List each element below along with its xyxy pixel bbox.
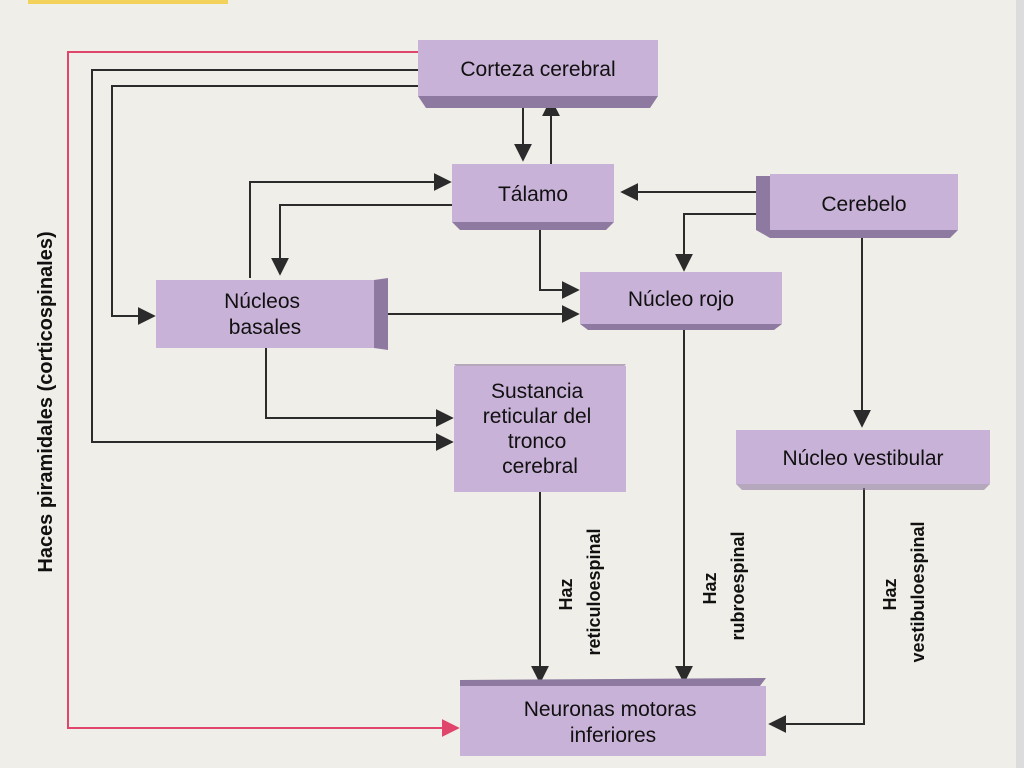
svg-text:Sustancia reticular de: Sustancia reticular del tronco cerebral xyxy=(483,380,597,478)
nucleos-basales-box: Núcleos basales xyxy=(156,278,388,350)
corteza-cerebral-label: Corteza cerebral xyxy=(460,58,615,81)
cerebelo-label: Cerebelo xyxy=(821,193,906,216)
rubroespinal-name-text: rubroespinal xyxy=(728,531,748,640)
corteza-to-nucleos-line xyxy=(111,85,418,325)
svg-text:Haz reticuloespinal: Haz reticuloespinal xyxy=(556,528,604,655)
nucleo-vestibular-label: Núcleo vestibular xyxy=(782,447,943,470)
sustancia-label-line2: reticular del xyxy=(483,405,592,428)
svg-text:Neuronas motoras infer: Neuronas motoras inferiores xyxy=(524,698,703,747)
nucleos-basales-label-line2: basales xyxy=(229,316,301,339)
svg-text:Núcleos basales: Núcleos basales xyxy=(224,290,306,339)
talamo-to-nucleos-line xyxy=(271,204,452,276)
cerebelo-box: Cerebelo xyxy=(756,174,958,238)
svg-text:Haz rubroespinal: Haz rubroespinal xyxy=(700,531,748,640)
slide-top-accent xyxy=(28,0,228,4)
rubroespinal-haz-text: Haz xyxy=(700,573,720,605)
svg-text:Núcleo vestibular: Núcleo vestibular xyxy=(782,447,943,470)
nucleo-vestibular-box: Núcleo vestibular xyxy=(736,430,990,490)
rubroespinal-tract-label: Haz rubroespinal xyxy=(700,531,748,640)
nucleo-rojo-label: Núcleo rojo xyxy=(628,288,734,311)
corteza-cerebral-box: Corteza cerebral xyxy=(418,40,658,108)
sustancia-reticular-box: Sustancia reticular del tronco cerebral xyxy=(454,364,626,492)
sustancia-label-line1: Sustancia xyxy=(491,380,584,403)
vestibuloespinal-haz-text: Haz xyxy=(880,579,900,611)
corteza-to-sustancia-line xyxy=(91,69,454,451)
sustancia-label-line3: tronco xyxy=(508,430,566,453)
connection-lines xyxy=(67,51,871,737)
svg-text:Haz vestibuloespinal: Haz vestibuloespinal xyxy=(880,521,928,662)
svg-text:Corteza cerebral: Corteza cerebral xyxy=(460,58,615,81)
cerebelo-to-rojo-line xyxy=(675,213,762,272)
talamo-label: Tálamo xyxy=(498,183,568,206)
neuronas-label-line1: Neuronas motoras xyxy=(524,698,697,721)
neuronas-motoras-box: Neuronas motoras inferiores xyxy=(460,678,766,756)
svg-text:Núcleo rojo: Núcleo rojo xyxy=(628,288,734,311)
nucleos-to-sustancia-line xyxy=(265,348,454,427)
neuronas-label-line2: inferiores xyxy=(570,724,656,747)
talamo-to-rojo-line xyxy=(539,228,580,299)
piramidales-text: Haces piramidales (corticospinales) xyxy=(35,231,57,572)
nucleo-rojo-box: Núcleo rojo xyxy=(580,272,782,330)
reticuloespinal-haz-text: Haz xyxy=(556,579,576,611)
nucleos-to-talamo-line xyxy=(249,173,452,278)
vestibuloespinal-name-text: vestibuloespinal xyxy=(908,521,928,662)
nucleos-basales-label-line1: Núcleos xyxy=(224,290,300,313)
sustancia-label-line4: cerebral xyxy=(502,455,578,478)
vestibuloespinal-tract-label: Haz vestibuloespinal xyxy=(880,521,928,662)
reticuloespinal-name-text: reticuloespinal xyxy=(584,528,604,655)
talamo-box: Tálamo xyxy=(452,164,614,230)
piramidales-label: Haces piramidales (corticospinales) xyxy=(35,231,57,572)
svg-text:Cerebelo: Cerebelo xyxy=(821,193,906,216)
reticuloespinal-tract-label: Haz reticuloespinal xyxy=(556,528,604,655)
svg-text:Tálamo: Tálamo xyxy=(498,183,568,206)
vestibuloespinal-tract-line xyxy=(768,488,865,733)
pyramidal-tract-line xyxy=(67,51,460,737)
slide-right-edge xyxy=(1016,0,1024,768)
